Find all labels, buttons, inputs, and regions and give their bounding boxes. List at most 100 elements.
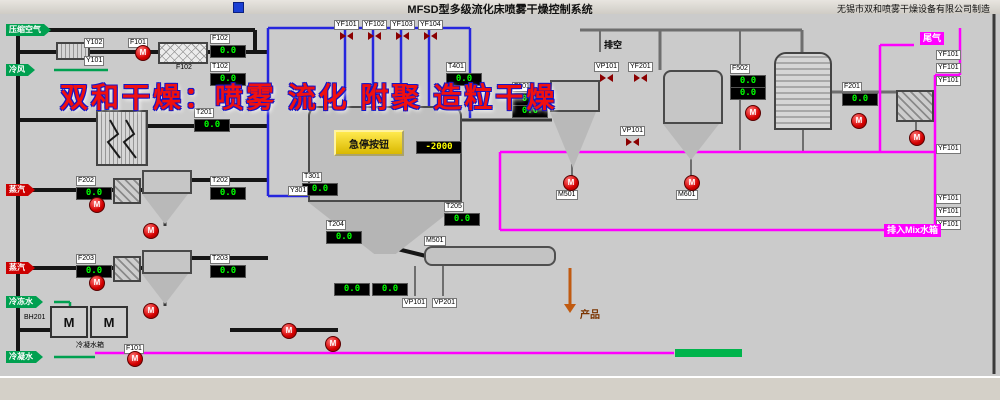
motor-letter: M <box>103 314 115 330</box>
valve-label: YF101 <box>936 50 961 60</box>
pump-motor[interactable]: M <box>143 223 159 239</box>
pump-motor[interactable]: M <box>851 113 867 129</box>
valve-label: M601 <box>676 190 698 200</box>
valve-YF101: YF101 <box>334 20 359 40</box>
valve-label: Y102 <box>84 38 105 48</box>
display-value: 0.0 <box>444 213 480 226</box>
air-heater <box>158 42 208 64</box>
display-value: 0.0 <box>210 45 246 58</box>
fluidized-bed <box>424 246 556 266</box>
display-value: 0.0 <box>730 87 766 100</box>
valve-icon[interactable] <box>633 74 647 82</box>
valve-label: YF101 <box>334 20 359 30</box>
valve-label: VP101 <box>594 62 620 72</box>
display-value: 0.0 <box>326 231 362 244</box>
valve-YF101: YF101 <box>936 144 961 154</box>
valve-icon[interactable] <box>423 32 437 40</box>
display-value: 0.0 <box>372 283 408 296</box>
valve-VP201: VP201 <box>432 298 458 308</box>
valve-label: YF101 <box>936 194 961 204</box>
valve-label: VP101 <box>402 298 428 308</box>
pump-motor[interactable]: M <box>89 197 105 213</box>
valve-YF101: YF101 <box>936 207 961 217</box>
valve-label: YF101 <box>936 207 961 217</box>
valve-Y102: Y102 <box>84 38 105 48</box>
valve-label: Y101 <box>84 56 105 66</box>
valve-icon[interactable] <box>395 32 409 40</box>
valve-label: YF103 <box>390 20 415 30</box>
display-label: T202 <box>210 176 230 186</box>
flow-arrow-label: 压缩空气 <box>6 24 44 36</box>
pump-motor[interactable]: M <box>135 45 151 61</box>
display-value: 0.0 <box>194 119 230 132</box>
display-label: F202 <box>76 176 96 186</box>
display-label: T102 <box>210 62 230 72</box>
valve-M501: M501 <box>556 190 578 200</box>
label-排入Mix水箱: 排入Mix水箱 <box>884 224 942 237</box>
valve-icon[interactable] <box>626 138 640 146</box>
window-title: MFSD型多级流化床喷雾干燥控制系统 <box>407 4 593 16</box>
pump-motor[interactable]: M <box>89 275 105 291</box>
valve-M601: M601 <box>676 190 698 200</box>
label-尾气: 尾气 <box>920 32 945 45</box>
valve-YF101: YF101 <box>936 194 961 204</box>
valve-icon[interactable] <box>367 32 381 40</box>
flow-arrow-tip <box>44 24 51 36</box>
valve-label: YF104 <box>418 20 443 30</box>
valve-label: M501 <box>556 190 578 200</box>
display-label: F102 <box>210 34 230 44</box>
valve-M501: M501 <box>424 236 446 246</box>
display-label: F201 <box>842 82 862 92</box>
flow-arrow-tip <box>36 351 43 363</box>
valve-YF101: YF101 <box>936 76 961 86</box>
display-value: 0.0 <box>512 104 548 118</box>
valve-YF101: YF101 <box>936 63 961 73</box>
pump-motor[interactable]: M <box>909 130 925 146</box>
display-value: 0.0 <box>372 282 408 296</box>
pump-motor[interactable]: M <box>143 303 159 319</box>
flow-arrow-压缩空气: 压缩空气 <box>6 24 51 36</box>
flow-arrow-label: 冷风 <box>6 64 28 76</box>
valve-label: VP201 <box>432 298 458 308</box>
display-value: 0.0 <box>512 105 548 118</box>
display-label: F203 <box>76 254 96 264</box>
pump-motor[interactable]: M <box>745 105 761 121</box>
exhaust-fan-box <box>896 90 934 122</box>
air-intake-filter <box>56 42 90 60</box>
valve-label: YF102 <box>362 20 387 30</box>
pump-motor[interactable]: M <box>127 351 143 367</box>
display-value: 0.0 <box>334 282 370 296</box>
valve-icon[interactable] <box>600 74 614 82</box>
display-value: 0.0 <box>842 93 878 106</box>
flow-arrow-label: 蒸汽 <box>6 184 28 196</box>
valve-icon[interactable] <box>339 32 353 40</box>
display-label: F501 <box>512 82 532 92</box>
motor-letter: M <box>63 314 75 330</box>
emergency-stop-button[interactable]: 急停按钮 <box>334 130 404 156</box>
pump-motor[interactable]: M <box>563 175 579 191</box>
pump-motor[interactable]: M <box>281 323 297 339</box>
label-F102: F102 <box>176 64 192 71</box>
heat-exchanger-1 <box>113 178 141 204</box>
flow-arrow-label: 蒸汽 <box>6 262 28 274</box>
heat-exchanger-2 <box>113 256 141 282</box>
pump-motor[interactable]: M <box>325 336 341 352</box>
valve-label: YF101 <box>936 144 961 154</box>
valve-label: Y301 <box>288 186 309 196</box>
display-label: T201 <box>194 108 214 118</box>
label-排空: 排空 <box>604 40 623 50</box>
pump-motor[interactable]: M <box>684 175 700 191</box>
